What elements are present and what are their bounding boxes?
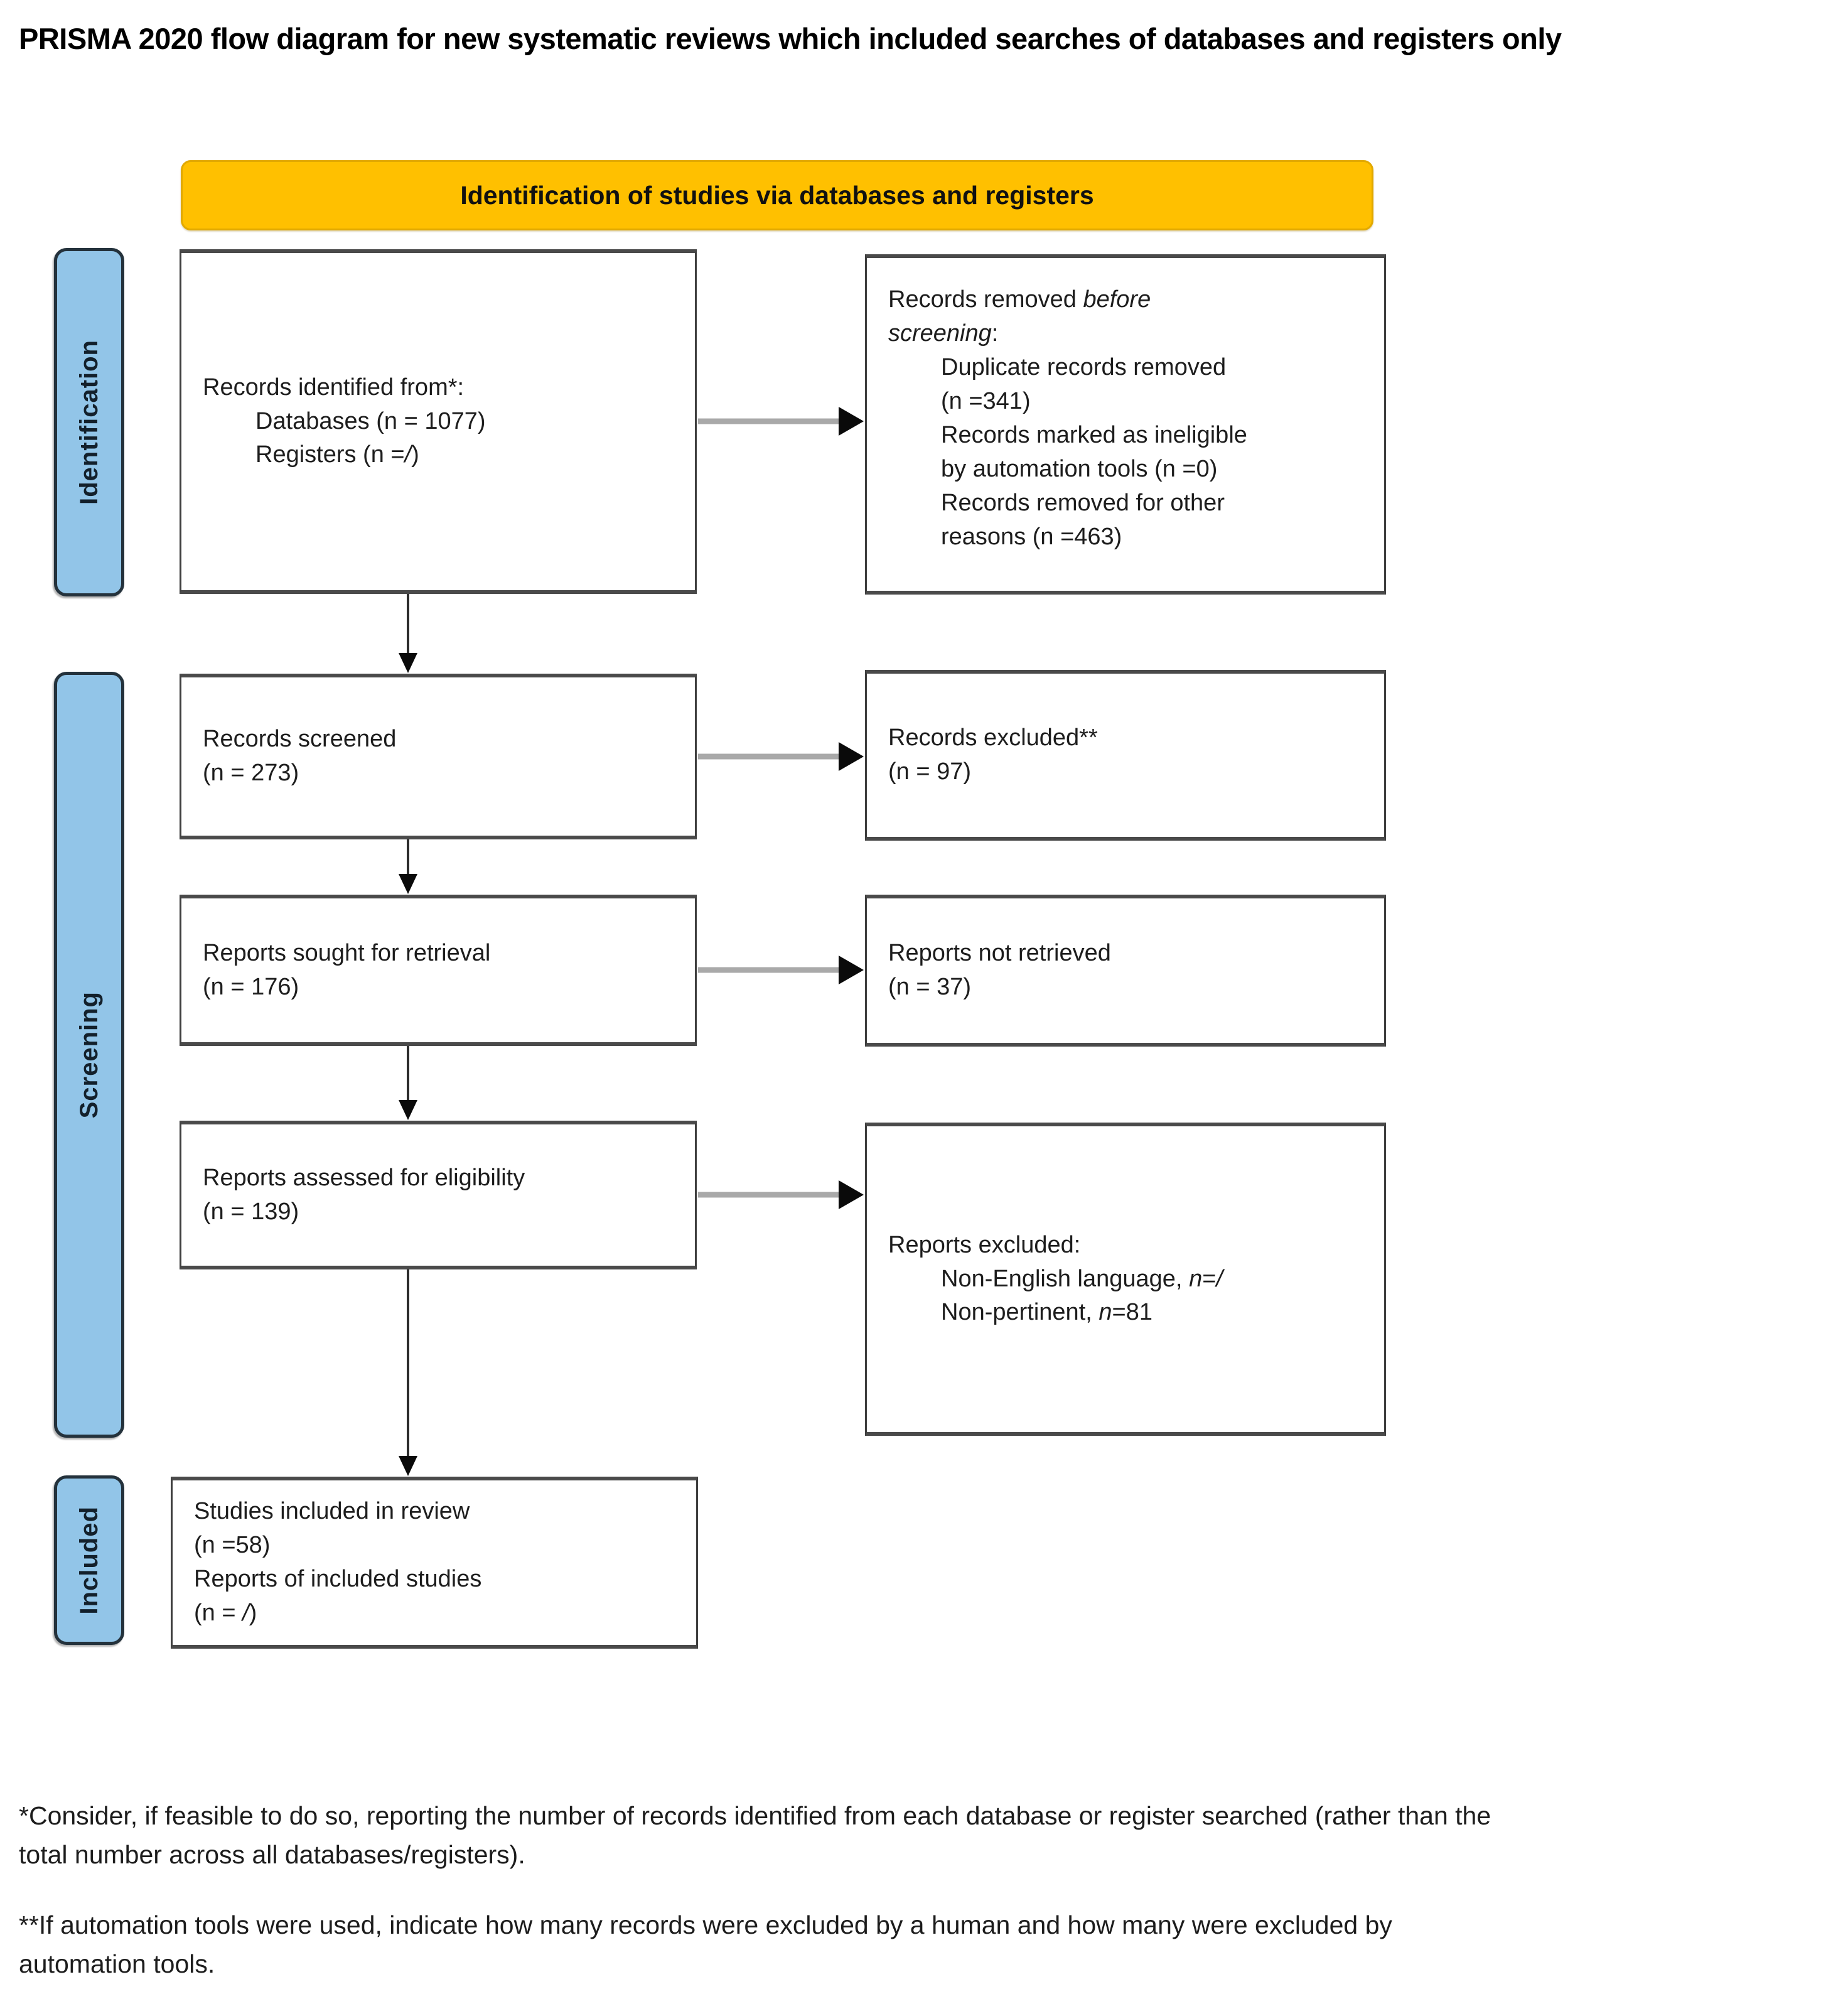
- text-line: screening:: [888, 320, 999, 347]
- text-line: Records identified from*:: [203, 374, 465, 401]
- arrow-sought-to-assessed: [399, 1046, 417, 1120]
- arrow-assessed-to-included: [399, 1269, 417, 1476]
- footnote-automation-line2: automation tools.: [19, 1949, 215, 1978]
- text-line: (n = /): [194, 1599, 257, 1626]
- stage-label-screening: Screening: [54, 672, 124, 1438]
- box-reports-sought: Reports sought for retrieval (n = 176): [180, 895, 697, 1046]
- text-line: Duplicate records removed: [941, 353, 1227, 380]
- arrow-identified-to-screened: [399, 594, 417, 673]
- stage-label-included-text: Included: [75, 1506, 103, 1615]
- text-line: (n = 97): [888, 758, 972, 785]
- text-line: Non-English language, n=/: [941, 1265, 1223, 1292]
- box-reports-excluded: Reports excluded: Non-English language, n…: [865, 1123, 1386, 1436]
- text-line: Non-pertinent, n=81: [941, 1299, 1152, 1326]
- footnote-databases-line1: *Consider, if feasible to do so, reporti…: [19, 1801, 1491, 1830]
- text-line: (n = 273): [203, 760, 299, 786]
- text-line: Reports excluded:: [888, 1231, 1081, 1258]
- page-title: PRISMA 2020 flow diagram for new systema…: [19, 22, 1562, 55]
- text-line: reasons (n =463): [941, 523, 1122, 550]
- box-records-screened: Records screened (n = 273): [180, 674, 697, 839]
- text-line: (n = 176): [203, 973, 299, 1000]
- text-line: (n =58): [194, 1532, 271, 1559]
- text-line: Records screened: [203, 726, 397, 753]
- text-line: (n =341): [941, 387, 1031, 414]
- arrow-sought-to-not-retrieved: [698, 956, 864, 984]
- footnote-databases: *Consider, if feasible to do so, reporti…: [19, 1797, 1842, 1874]
- text-line: (n = 37): [888, 974, 972, 1000]
- arrow-assessed-to-reports-excluded: [698, 1180, 864, 1209]
- box-reports-assessed: Reports assessed for eligibility (n = 139…: [180, 1121, 697, 1269]
- text-line: Records excluded**: [888, 725, 1098, 752]
- stage-label-identification-text: Identification: [75, 340, 103, 505]
- box-records-excluded: Records excluded** (n = 97): [865, 670, 1386, 841]
- text-line: (n = 139): [203, 1198, 299, 1225]
- stage-label-screening-text: Screening: [75, 991, 103, 1119]
- box-reports-not-retrieved: Reports not retrieved (n = 37): [865, 895, 1386, 1047]
- arrow-screened-to-excluded: [698, 742, 864, 771]
- box-studies-included: Studies included in review (n =58) Reports…: [171, 1477, 698, 1649]
- arrow-identified-to-removed: [698, 407, 864, 436]
- text-line: Studies included in review: [194, 1498, 470, 1525]
- stage-label-included: Included: [54, 1475, 124, 1645]
- footnote-automation: **If automation tools were used, indicat…: [19, 1906, 1842, 1983]
- text-line: Reports sought for retrieval: [203, 939, 491, 966]
- box-records-identified: Records identified from*: Databases (n = …: [180, 249, 697, 594]
- arrow-screened-to-sought: [399, 839, 417, 894]
- identification-banner-label: Identification of studies via databases …: [460, 180, 1094, 210]
- text-line: by automation tools (n =0): [941, 455, 1218, 482]
- text-line: Databases (n = 1077): [255, 407, 486, 434]
- text-line: Records removed for other: [941, 489, 1225, 516]
- text-line: Records marked as ineligible: [941, 421, 1247, 448]
- stage-label-identification: Identification: [54, 248, 124, 596]
- footnote-automation-line1: **If automation tools were used, indicat…: [19, 1910, 1392, 1939]
- text-line: Reports not retrieved: [888, 940, 1111, 967]
- identification-banner: Identification of studies via databases …: [181, 160, 1373, 230]
- box-records-removed-before-screening: Records removed before screening: Duplicat…: [865, 254, 1386, 595]
- text-line: Registers (n =/): [255, 441, 419, 468]
- text-line: Reports of included studies: [194, 1566, 482, 1592]
- text-line: Records removed before: [888, 286, 1151, 313]
- text-line: Reports assessed for eligibility: [203, 1164, 525, 1191]
- footnote-databases-line2: total number across all databases/regist…: [19, 1840, 525, 1869]
